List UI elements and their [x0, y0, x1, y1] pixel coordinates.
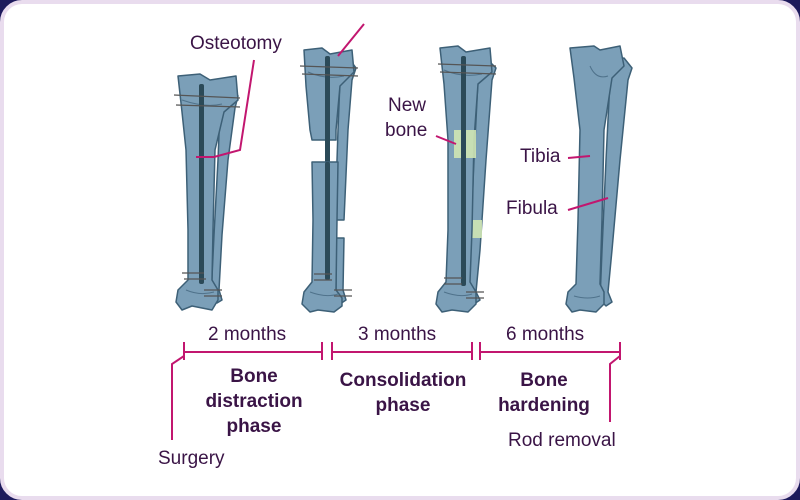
phase-hardening-line2: hardening [498, 395, 590, 416]
tibia-label: Tibia [520, 146, 561, 167]
rod-removal-label: Rod removal [508, 430, 616, 451]
tibia-leader-line [567, 155, 591, 159]
fibula-label: Fibula [506, 198, 558, 219]
rod-removal-leader-line [609, 355, 621, 422]
leg-bones-stage-distraction [299, 23, 365, 313]
new-bone-label-line2: bone [385, 120, 428, 141]
phase-distraction-line1: Bone [230, 366, 278, 387]
duration-distraction: 2 months [208, 324, 287, 345]
phase-consolidation-line1: Consolidation [339, 370, 467, 391]
phase-hardening-line1: Bone [520, 370, 568, 391]
new-bone-label-line1: New [388, 95, 427, 116]
intramedullary-rod [199, 84, 204, 284]
duration-consolidation: 3 months [358, 324, 437, 345]
leg-bones-stage-consolidation [435, 45, 497, 313]
leg-bones-stage-hardened [565, 45, 633, 313]
fibula-new-bone-segment [472, 220, 482, 238]
tibia-bone [175, 73, 239, 311]
duration-hardening: 6 months [506, 324, 585, 345]
timeline [171, 342, 621, 440]
phase-distraction-line3: phase [226, 416, 282, 437]
leg-bones-stage-surgery [173, 59, 255, 311]
surgery-label: Surgery [158, 448, 225, 469]
surgery-leader-line [171, 355, 185, 440]
fibula-leader-line [567, 197, 609, 211]
phase-consolidation-line2: phase [375, 395, 431, 416]
osteotomy-label: Osteotomy [190, 33, 282, 54]
osteotomy-leader-line [213, 59, 255, 158]
phase-distraction-line2: distraction [205, 391, 303, 412]
